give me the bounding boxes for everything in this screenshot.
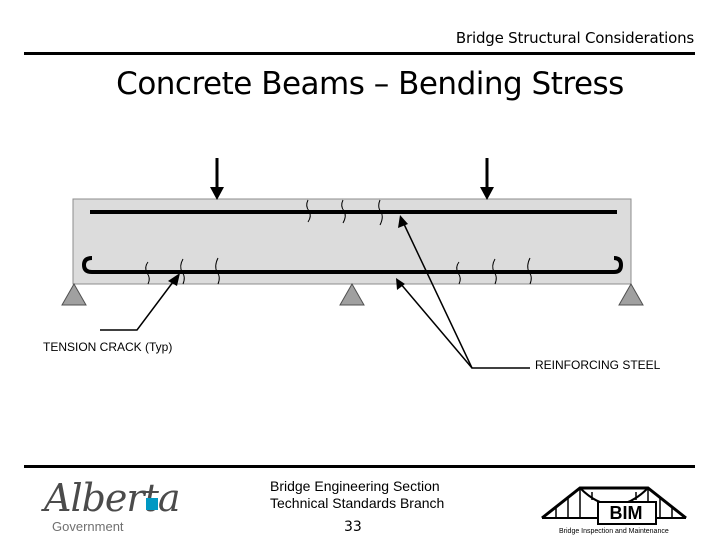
- footer-line-1: Bridge Engineering Section: [270, 478, 440, 494]
- header-section-title: Bridge Structural Considerations: [455, 29, 694, 47]
- header-divider: [24, 52, 695, 55]
- point-load-right: [480, 158, 494, 200]
- tension-cracks-top: [306, 199, 383, 226]
- reinforcing-steel-label: REINFORCING STEEL: [535, 358, 661, 372]
- alberta-logo-subtitle: Government: [52, 519, 124, 534]
- bim-logo-text: BIM: [609, 503, 643, 523]
- slide-title: Concrete Beams – Bending Stress: [116, 66, 624, 102]
- support-left: [61, 282, 87, 306]
- bim-logo-caption: Bridge Inspection and Maintenance: [559, 528, 669, 535]
- tension-crack-leader: [100, 273, 180, 331]
- page-number: 33: [344, 519, 362, 535]
- support-middle: [339, 282, 365, 306]
- support-right: [618, 282, 644, 306]
- footer-text: Bridge Engineering Section Technical Sta…: [270, 478, 444, 512]
- footer-line-2: Technical Standards Branch: [270, 495, 445, 511]
- bottom-reinforcing-bar: [81, 256, 624, 274]
- footer-divider: [24, 465, 695, 468]
- alberta-logo-wordmark: Alberta: [44, 476, 180, 520]
- point-load-left: [210, 158, 224, 200]
- tension-crack-label: TENSION CRACK (Typ): [43, 340, 173, 354]
- alberta-logo-square-icon: [146, 498, 158, 510]
- bim-bridge-logo-icon: [541, 486, 687, 525]
- reinforcing-steel-leader: [396, 215, 530, 369]
- tension-cracks-bottom: [145, 257, 532, 285]
